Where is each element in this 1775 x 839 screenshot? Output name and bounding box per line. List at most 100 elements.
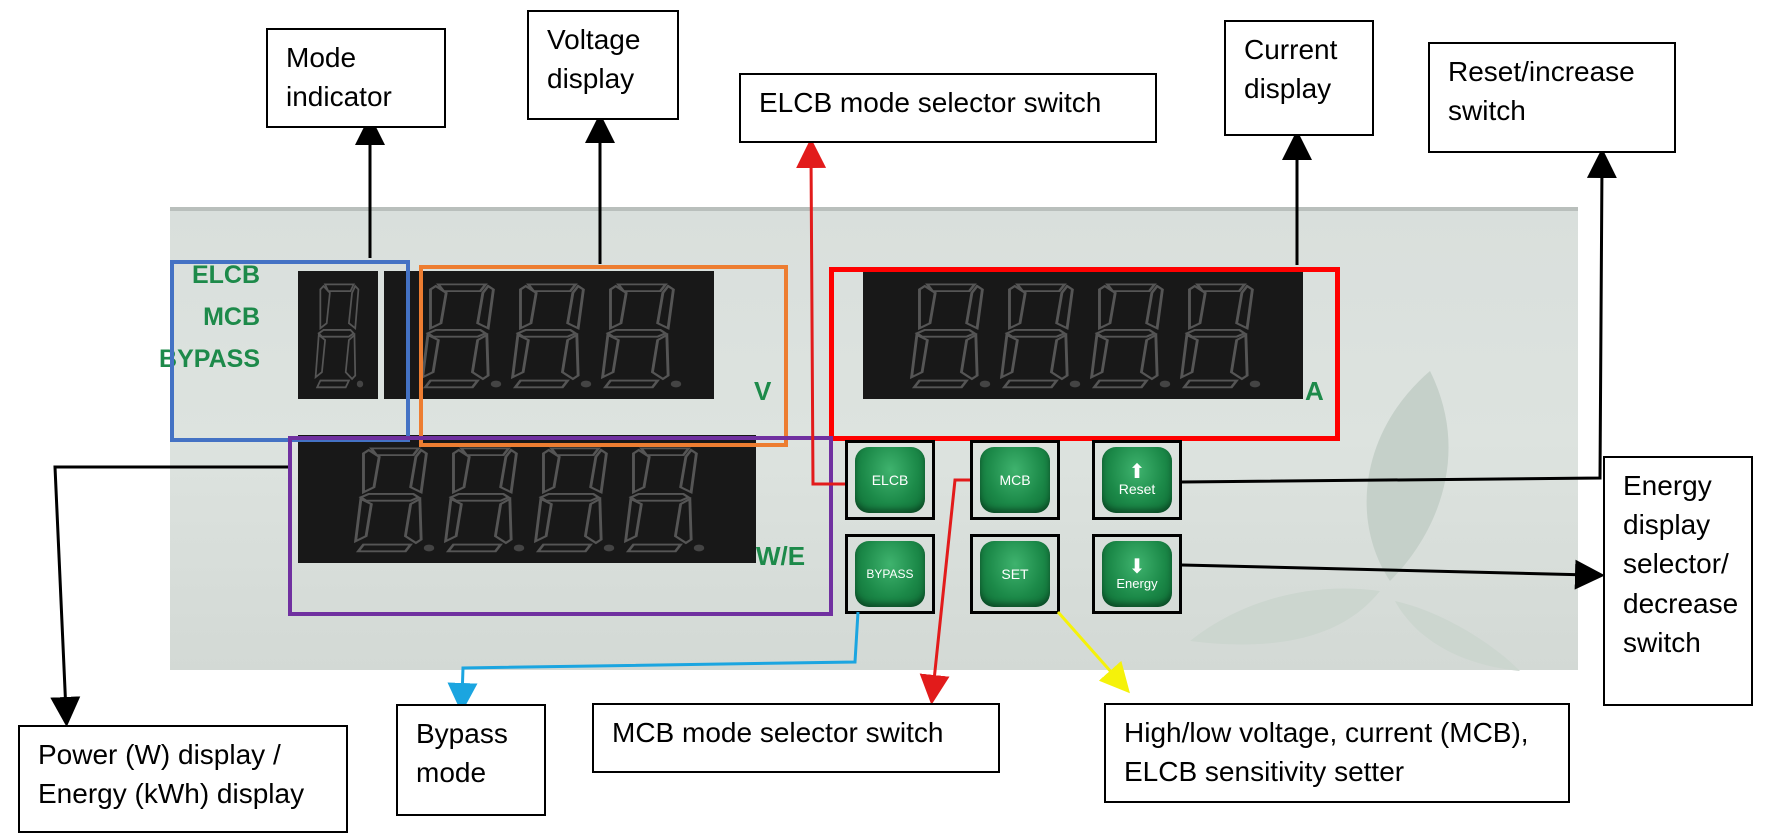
segment <box>1001 379 1059 389</box>
segment <box>476 284 495 330</box>
callout-voltage-display: Voltage display <box>527 10 679 120</box>
segment <box>656 284 675 330</box>
segment <box>422 379 480 389</box>
seven-segment-digit <box>443 447 525 553</box>
segment <box>317 329 356 338</box>
callout-reset-increase: Reset/increase switch <box>1428 42 1676 153</box>
segment <box>609 284 628 331</box>
callout-power-energy: Power (W) display / Energy (kWh) display <box>18 725 348 833</box>
seven-segment-digit <box>1179 283 1261 389</box>
segment <box>625 543 683 553</box>
callout-high-low-setter: High/low voltage, current (MCB), ELCB se… <box>1104 703 1570 803</box>
segment <box>315 379 351 389</box>
segment <box>673 497 693 545</box>
callout-energy-selector: Energy display selector/ decrease switch <box>1603 456 1753 706</box>
segment <box>1229 333 1249 381</box>
decimal-point <box>580 380 592 388</box>
reset-button-frame: ⬆ Reset <box>1092 440 1182 520</box>
voltage-display <box>384 271 714 399</box>
mcb-button[interactable]: MCB <box>980 447 1050 513</box>
segment <box>1091 379 1149 389</box>
segment <box>1004 329 1067 338</box>
segment <box>445 543 503 553</box>
segment <box>1235 284 1254 330</box>
mcb-button-frame: MCB <box>970 440 1060 520</box>
segment <box>470 333 490 381</box>
segment <box>1181 379 1239 389</box>
segment <box>323 283 356 293</box>
segment <box>436 283 488 293</box>
segment <box>499 448 518 494</box>
segment <box>925 283 977 293</box>
reset-button-label: Reset <box>1118 481 1156 497</box>
set-button[interactable]: SET <box>980 541 1050 607</box>
segment <box>959 333 979 381</box>
callout-bypass-mode: Bypass mode <box>396 704 546 816</box>
decimal-point <box>423 544 435 552</box>
segment <box>319 284 331 331</box>
segment <box>1139 333 1159 381</box>
mcb-button-label: MCB <box>999 472 1031 488</box>
segment <box>429 284 448 331</box>
seven-segment-digits <box>420 283 682 389</box>
callout-mcb-selector: MCB mode selector switch <box>592 703 1000 773</box>
decimal-point <box>1159 380 1171 388</box>
segment <box>679 448 698 494</box>
decimal-point <box>1069 380 1081 388</box>
segment <box>628 493 691 502</box>
segment <box>314 333 327 380</box>
segment <box>1188 284 1207 331</box>
segment <box>1055 284 1074 330</box>
unit-current: A <box>1305 376 1324 406</box>
seven-segment-digit <box>999 283 1081 389</box>
decimal-point <box>979 380 991 388</box>
bypass-button[interactable]: BYPASS <box>855 541 925 607</box>
segment <box>1105 283 1157 293</box>
reset-button[interactable]: ⬆ Reset <box>1102 447 1172 513</box>
seven-segment-digits <box>353 447 705 553</box>
segment <box>583 497 603 545</box>
segment <box>519 284 538 331</box>
segment <box>616 283 668 293</box>
seven-segment-digits <box>314 283 364 389</box>
segment <box>443 497 463 544</box>
segment <box>448 493 511 502</box>
seven-segment-digits <box>909 283 1261 389</box>
seven-segment-digit <box>314 283 364 389</box>
segment <box>1098 284 1117 331</box>
segment <box>353 497 373 544</box>
energy-button-frame: ⬇ Energy <box>1092 534 1182 614</box>
segment <box>600 333 620 380</box>
seven-segment-digit <box>420 283 502 389</box>
segment <box>1008 284 1027 331</box>
energy-button[interactable]: ⬇ Energy <box>1102 541 1172 607</box>
segment <box>965 284 984 330</box>
elcb-button[interactable]: ELCB <box>855 447 925 513</box>
segment <box>538 493 601 502</box>
segment <box>650 333 670 381</box>
bypass-button-label: BYPASS <box>866 567 914 581</box>
segment <box>914 329 977 338</box>
seven-segment-digit <box>1089 283 1171 389</box>
decimal-point <box>670 380 682 388</box>
segment <box>358 493 421 502</box>
energy-button-label: Energy <box>1116 575 1158 591</box>
segment <box>566 284 585 330</box>
segment <box>420 333 440 380</box>
segment <box>560 333 580 381</box>
arrow-down-icon: ⬇ <box>1128 555 1146 578</box>
seven-segment-digit <box>909 283 991 389</box>
segment <box>909 333 929 380</box>
power-energy-display <box>298 435 756 563</box>
callout-mode-indicator: Mode indicator <box>266 28 446 128</box>
segment <box>369 447 421 457</box>
segment <box>355 543 413 553</box>
mode-label-elcb: ELCB <box>191 261 260 289</box>
mode-display <box>298 271 378 399</box>
seven-segment-digit <box>510 283 592 389</box>
segment <box>512 379 570 389</box>
segment <box>515 329 578 338</box>
seven-segment-digit <box>353 447 435 553</box>
unit-power-energy: W/E <box>756 541 806 571</box>
segment <box>1094 329 1157 338</box>
